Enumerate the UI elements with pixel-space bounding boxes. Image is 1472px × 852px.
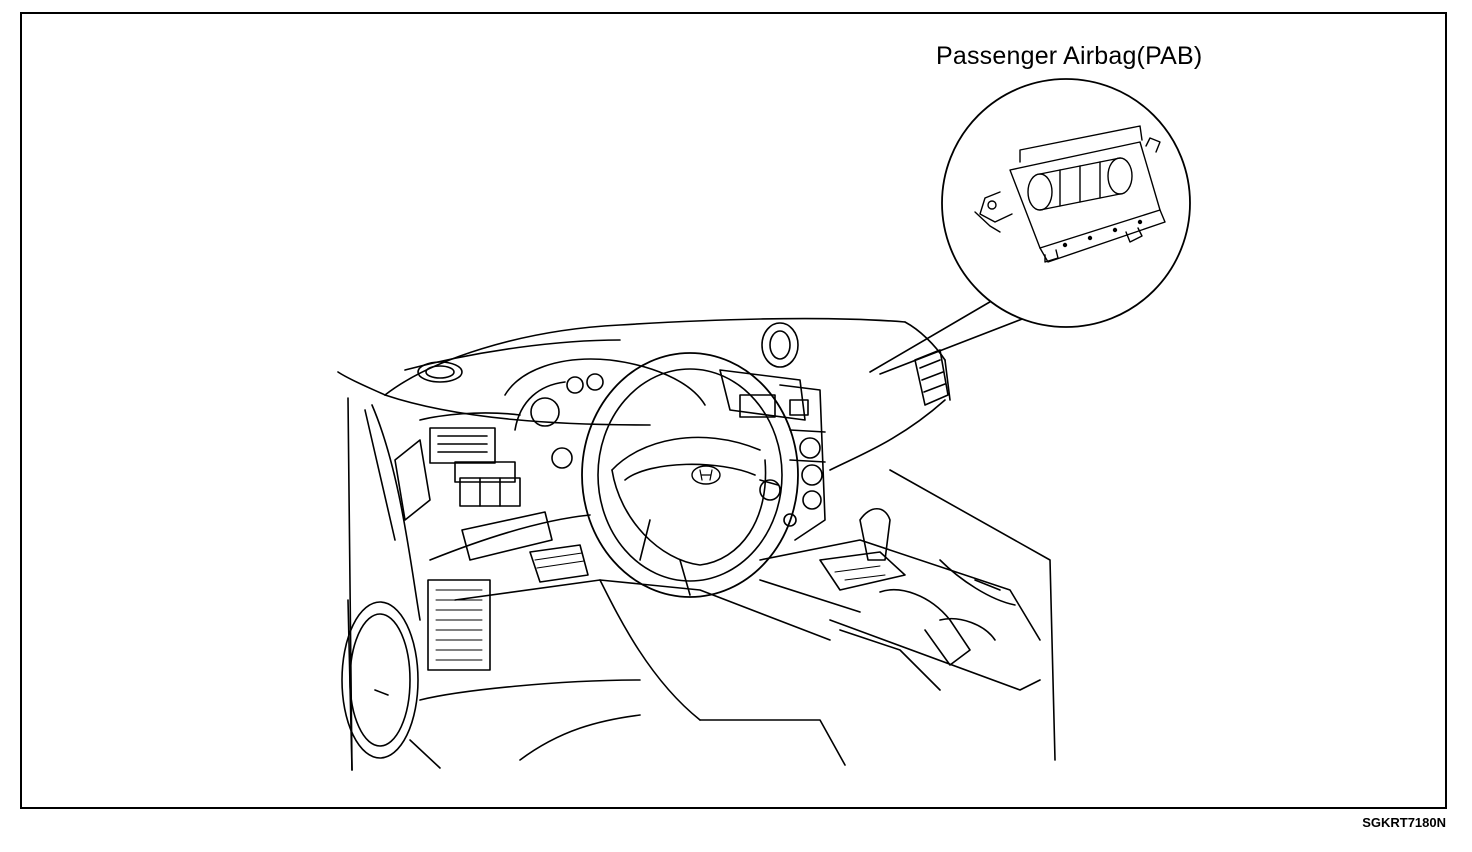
airbag-module-icon — [975, 126, 1165, 262]
figure-code: SGKRT7180N — [1362, 815, 1446, 830]
callout-label-pab: Passenger Airbag(PAB) — [936, 42, 1203, 70]
gear-shifter — [820, 509, 905, 590]
vehicle-interior — [338, 319, 1055, 770]
callout-pointer-line — [870, 296, 1000, 372]
callout-pointer-line-2 — [880, 316, 1030, 374]
figure-frame — [20, 12, 1447, 809]
callout-detail — [870, 79, 1190, 374]
hyundai-logo-icon — [692, 466, 720, 484]
steering-wheel — [582, 353, 798, 597]
